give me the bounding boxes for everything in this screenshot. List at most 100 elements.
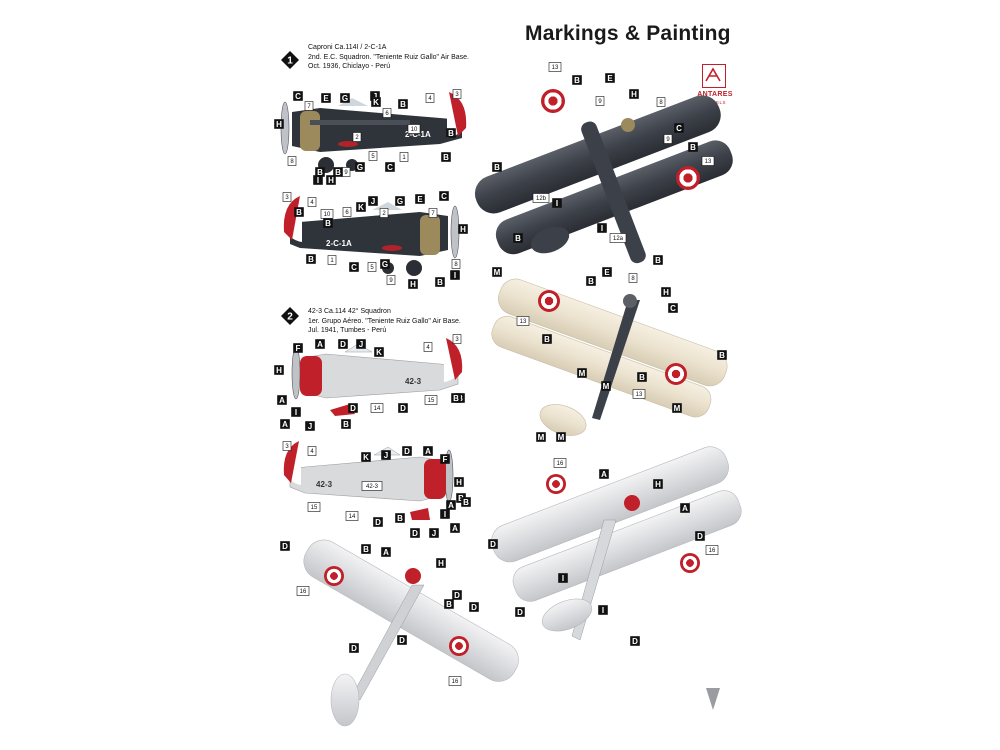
marking-callout: D xyxy=(349,643,359,653)
marking-callout-label: D xyxy=(490,540,496,549)
marking-callout-label: B xyxy=(308,255,314,264)
marking-callout-label: 8 xyxy=(659,100,663,106)
marking-callout: 4 xyxy=(307,197,317,207)
marking-callout-label: 13 xyxy=(636,392,643,398)
marking-callout: B xyxy=(361,544,371,554)
marking-callout: E xyxy=(605,73,615,83)
marking-callout-label: D xyxy=(632,637,638,646)
marking-callout: 9 xyxy=(341,167,351,177)
marking-callout: I xyxy=(558,573,568,583)
marking-callout-label: B xyxy=(639,373,645,382)
marking-callout: 7 xyxy=(428,208,438,218)
marking-callout: B xyxy=(572,75,582,85)
marking-callout-label: K xyxy=(358,203,364,212)
marking-callout: F xyxy=(293,343,303,353)
page-corner-mark xyxy=(706,688,720,710)
marking-callout: B xyxy=(653,255,663,265)
marking-callout: 15 xyxy=(424,395,438,405)
marking-callout: M xyxy=(601,381,611,391)
marking-callout-label: 2 xyxy=(355,135,359,141)
marking-callout: 5 xyxy=(367,262,377,272)
marking-callout-label: H xyxy=(460,225,466,234)
marking-callout-label: M xyxy=(558,433,565,442)
marking-callout-label: H xyxy=(328,176,334,185)
marking-callout-label: E xyxy=(607,74,613,83)
marking-callout: 4 xyxy=(425,93,435,103)
marking-callout: B xyxy=(461,497,471,507)
marking-callout: 42-3 xyxy=(361,481,383,491)
marking-callout-label: D xyxy=(471,603,477,612)
marking-callout-label: H xyxy=(631,90,637,99)
marking-callout: G xyxy=(395,196,405,206)
marking-callout: G xyxy=(355,162,365,172)
marking-callout-label: 13 xyxy=(705,159,712,165)
marking-callout-label: 3 xyxy=(285,195,289,201)
marking-callout-label: I xyxy=(444,510,446,519)
marking-callout: 16 xyxy=(553,458,567,468)
marking-callout: H xyxy=(653,479,663,489)
scheme-1-caption-line: 2nd. E.C. Squadron. "Teniente Ruiz Gallo… xyxy=(308,53,470,61)
marking-callout-label: I xyxy=(601,224,603,233)
marking-callout-label: 1 xyxy=(402,155,406,161)
marking-callout-label: 4 xyxy=(428,96,432,102)
scheme-1-caption: Caproni Ca.114I / 2-C-1A 2nd. E.C. Squad… xyxy=(308,43,469,72)
marking-callout-label: 3 xyxy=(455,92,459,98)
marking-callout-label: I xyxy=(317,176,319,185)
marking-callout-label: B xyxy=(400,100,406,109)
marking-callout: B xyxy=(688,142,698,152)
marking-callout: C xyxy=(349,262,359,272)
marking-callout-label: 7 xyxy=(307,104,311,110)
marking-callout: 16 xyxy=(448,676,462,686)
marking-callout: 13 xyxy=(516,316,530,326)
marking-callout: 9 xyxy=(663,134,673,144)
marking-callout: 4 xyxy=(307,446,317,456)
marking-callout-label: B xyxy=(494,163,500,172)
marking-callout: J xyxy=(305,421,315,431)
marking-callout-label: D xyxy=(350,404,356,413)
marking-callout-label: C xyxy=(387,163,393,172)
marking-callout: B xyxy=(333,167,343,177)
marking-callout: 10 xyxy=(320,209,334,219)
marking-callout-label: 2 xyxy=(382,211,386,217)
marking-callout-label: 16 xyxy=(300,589,307,595)
marking-callout-label: 16 xyxy=(452,679,459,685)
marking-callout-label: 8 xyxy=(631,276,635,282)
marking-callout-label: B xyxy=(544,335,550,344)
marking-callout: 2 xyxy=(379,208,389,218)
marking-callout: 16 xyxy=(705,545,719,555)
marking-callout-label: B xyxy=(437,278,443,287)
marking-callout-label: A xyxy=(383,548,389,557)
marking-callout: 3 xyxy=(282,441,292,451)
marking-callout: 13 xyxy=(701,156,715,166)
marking-callout-label: J xyxy=(432,529,436,538)
marking-callout: E xyxy=(321,93,331,103)
marking-callout-label: 1 xyxy=(330,258,334,264)
marking-callout: H xyxy=(436,558,446,568)
marking-callout-label: H xyxy=(276,120,282,129)
marking-callout-label: A xyxy=(452,524,458,533)
marking-callout: 6 xyxy=(382,108,392,118)
marking-callout-label: M xyxy=(603,382,610,391)
marking-callout-label: K xyxy=(376,348,382,357)
marking-callout-label: C xyxy=(676,124,682,133)
marking-callout: 4 xyxy=(423,342,433,352)
marking-callout: M xyxy=(536,432,546,442)
marking-callout-label: H xyxy=(655,480,661,489)
marking-callout: B xyxy=(435,277,445,287)
marking-callout: B xyxy=(717,350,727,360)
marking-callout: A xyxy=(381,547,391,557)
marking-callout-label: 10 xyxy=(324,212,331,218)
scheme-2-caption-line: Jul. 1941, Tumbes - Perú xyxy=(308,327,387,334)
marking-callout: 8 xyxy=(656,97,666,107)
marking-callout-label: A xyxy=(317,340,323,349)
marking-callout: E xyxy=(415,194,425,204)
marking-callout-label: D xyxy=(282,542,288,551)
marking-callout-label: 4 xyxy=(426,345,430,351)
marking-callout-label: C xyxy=(441,192,447,201)
marking-callout-label: B xyxy=(325,219,331,228)
scheme-2-code-b: 42-3 xyxy=(316,480,333,489)
marking-callout: D xyxy=(488,539,498,549)
marking-callout-label: 5 xyxy=(371,154,375,160)
marking-callout-label: 3 xyxy=(455,337,459,343)
